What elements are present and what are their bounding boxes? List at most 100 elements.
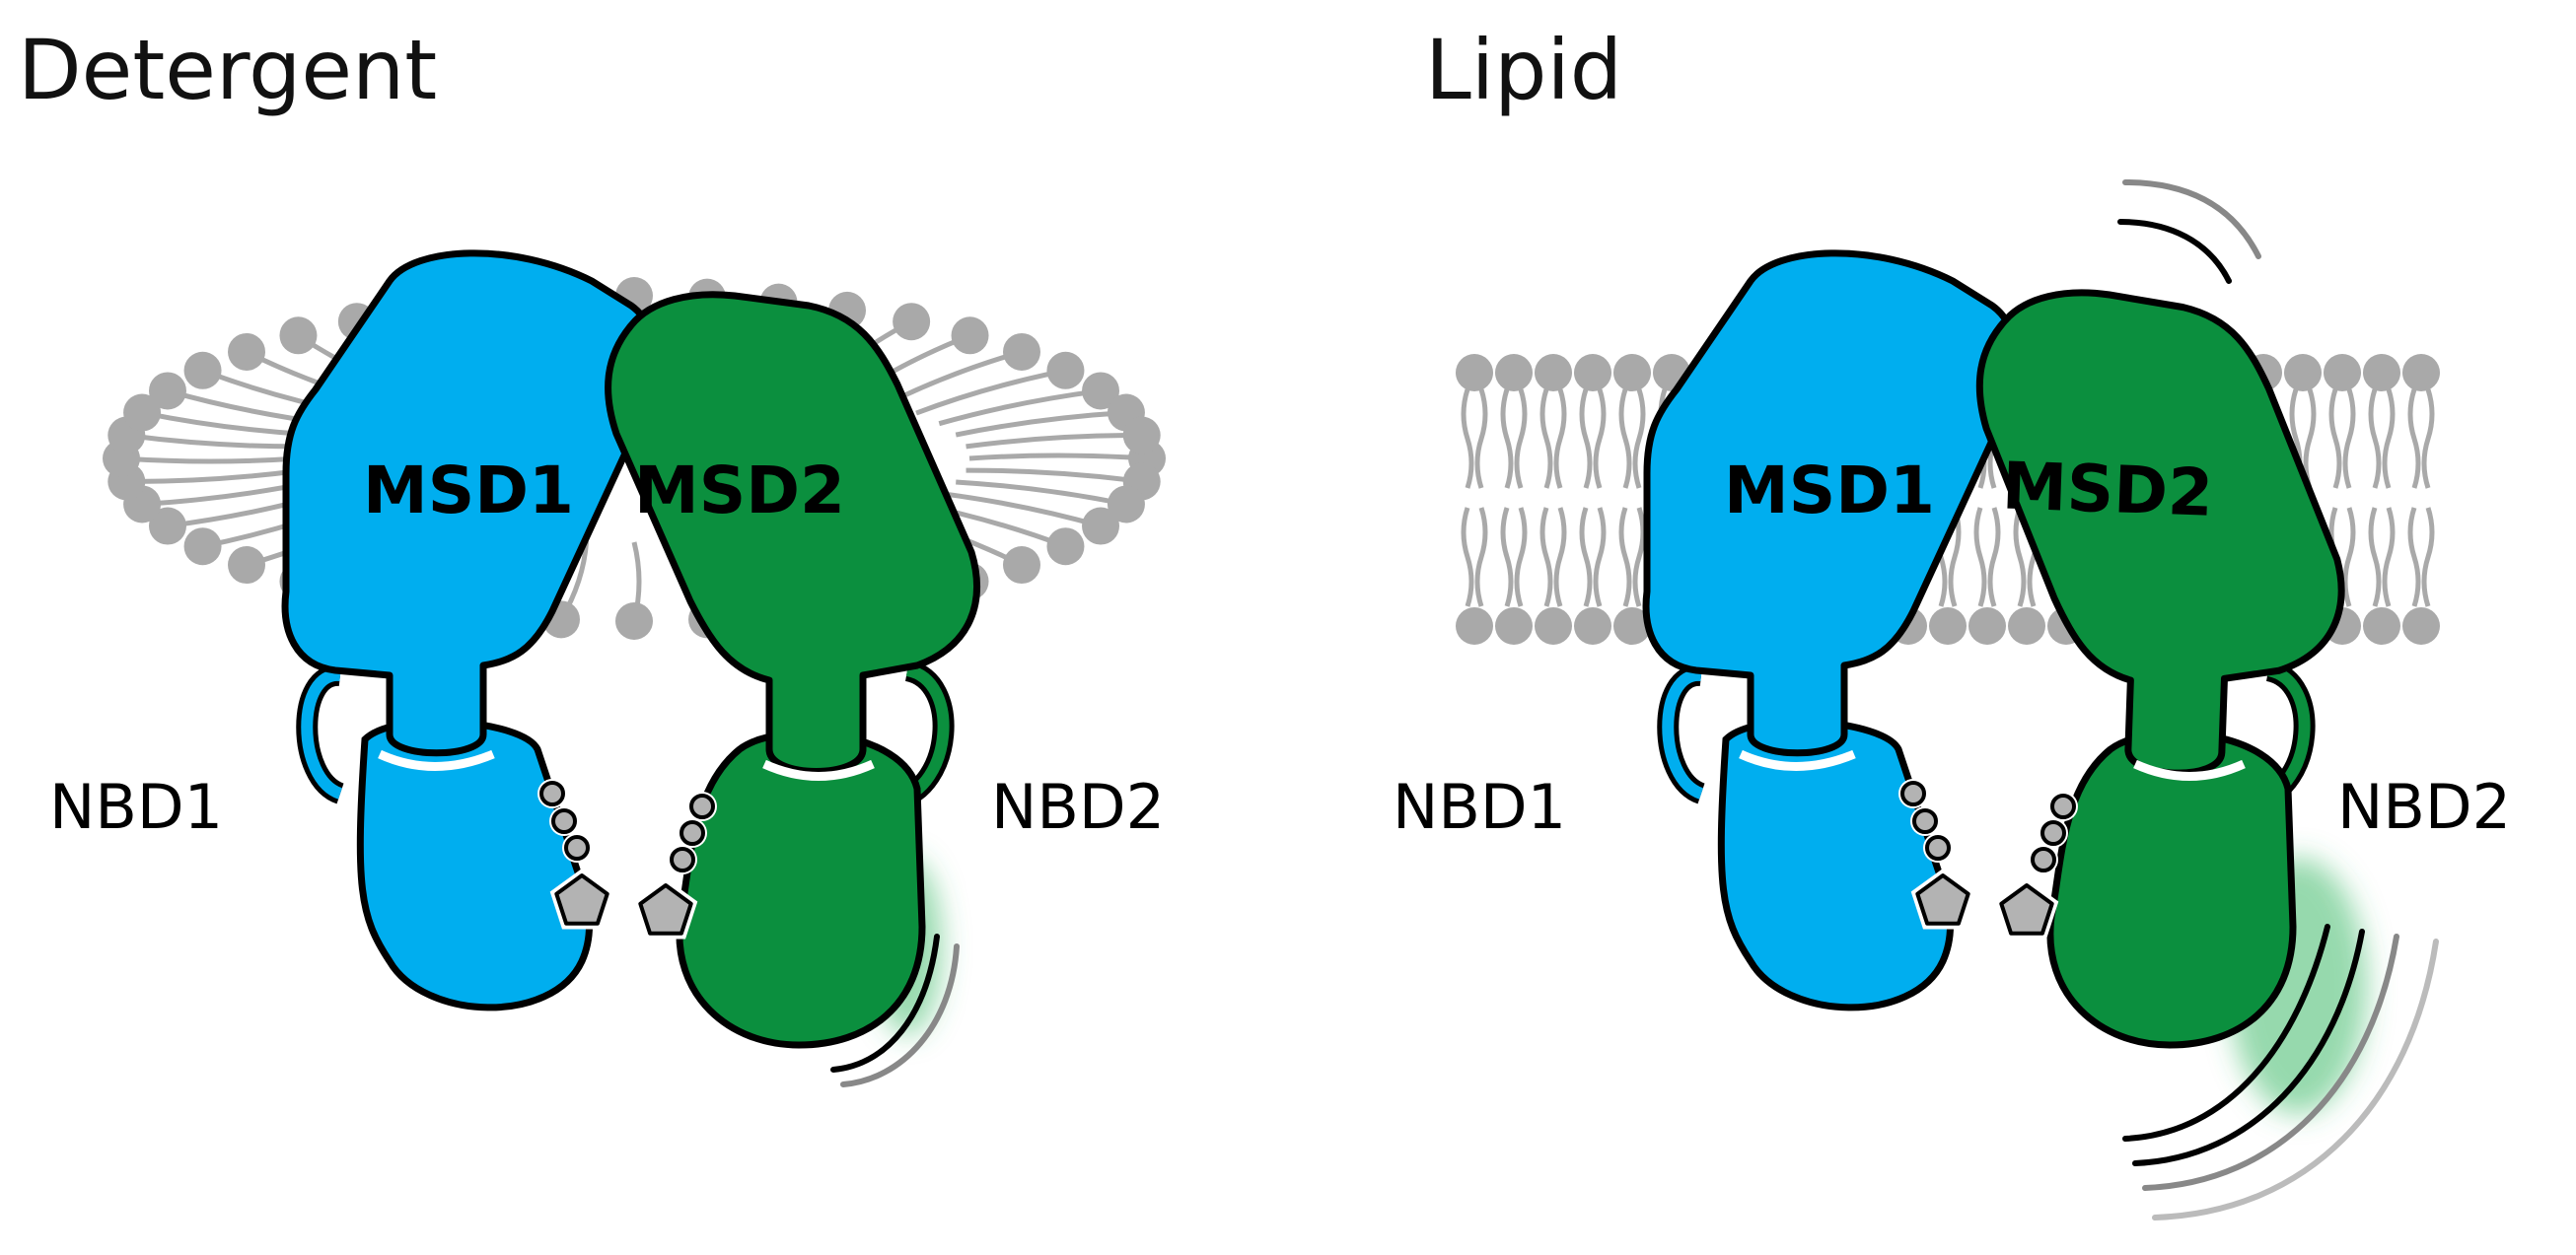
phosphate-group — [689, 794, 715, 819]
lipid-head — [1495, 607, 1533, 645]
lipid-head — [1613, 607, 1651, 645]
detergent-head — [1002, 546, 1040, 585]
nbd1-domain — [1717, 718, 1954, 1011]
lipid-tail — [2407, 507, 2435, 607]
interface-gap — [762, 759, 875, 781]
lipid-panel: Lipid MSD2 MSD1 NBD1 NBD2 — [1393, 22, 2511, 1220]
detergent-head — [228, 546, 266, 585]
lipid-head — [2402, 354, 2440, 391]
label-msd2: MSD2 — [634, 453, 845, 528]
nbd2-domain — [2046, 730, 2297, 1049]
lipid-tail — [1539, 388, 1567, 489]
label-nbd1-lipid: NBD1 — [1393, 771, 1566, 843]
detergent-tail — [938, 387, 1102, 427]
detergent-head — [615, 602, 653, 640]
motion-arc — [2152, 939, 2439, 1220]
interface-gap — [378, 749, 495, 771]
phosphate-group — [680, 820, 705, 846]
detergent-head — [1046, 351, 1085, 389]
lipid-tail — [1579, 507, 1607, 607]
lipid-head — [2402, 607, 2440, 645]
motion-arc — [2117, 219, 2232, 284]
nbd1-domain — [356, 718, 593, 1011]
detergent-head — [183, 351, 222, 389]
phosphate-group — [1925, 835, 1951, 861]
phosphate-group — [1900, 781, 1926, 806]
lipid-tail — [1973, 507, 2001, 607]
lipid-tail — [2368, 388, 2396, 489]
nucleotide-base — [1999, 883, 2054, 936]
phosphate-group — [670, 847, 695, 872]
lipid-head — [1929, 607, 1967, 645]
motion-arc — [830, 934, 940, 1073]
msd2-rotated: MSD2 — [1975, 289, 2345, 777]
lipid-tail — [2328, 388, 2356, 489]
label-nbd2-detergent: NBD2 — [991, 771, 1165, 843]
linker-loop — [1662, 668, 1704, 800]
lipid-head — [2284, 354, 2322, 391]
motion-arc — [2122, 179, 2261, 259]
lipid-tail — [1500, 388, 1528, 489]
nucleotide-base — [554, 873, 609, 926]
lipid-tail — [1618, 388, 1646, 489]
panel-title-detergent: Detergent — [18, 22, 437, 118]
lipid-head — [2363, 607, 2400, 645]
detergent-head — [893, 303, 931, 341]
nbd2-domain — [676, 730, 926, 1049]
label-msd2: MSD2 — [2001, 448, 2214, 530]
detergent-tail — [938, 490, 1102, 528]
lipid-tail — [2407, 388, 2435, 489]
detergent-head — [148, 507, 186, 545]
detergent-head — [1082, 507, 1120, 545]
label-nbd1-detergent: NBD1 — [49, 771, 223, 843]
lipid-head — [2324, 354, 2361, 391]
lipid-head — [2008, 607, 2045, 645]
lipid-tail — [1500, 507, 1528, 607]
detergent-tail — [125, 433, 303, 450]
panel-title-lipid: Lipid — [1425, 22, 1622, 118]
msd2-domain — [1975, 289, 2345, 777]
lipid-head — [1613, 354, 1651, 391]
msd1-domain — [1642, 249, 2022, 757]
phosphate-group — [1912, 808, 1938, 834]
msd1-domain — [281, 249, 661, 757]
detergent-head — [1107, 485, 1145, 523]
detergent-tail — [968, 453, 1148, 461]
detergent-tail — [886, 349, 1023, 406]
detergent-head — [183, 527, 222, 566]
detergent-tail — [955, 410, 1127, 438]
nucleotide-base — [1915, 873, 1970, 926]
label-nbd2-lipid: NBD2 — [2337, 771, 2511, 843]
detergent-tail — [120, 455, 300, 464]
detergent-head — [951, 316, 989, 355]
detergent-tail — [966, 467, 1143, 484]
label-msd1: MSD1 — [1724, 453, 1935, 528]
lipid-head — [1456, 607, 1493, 645]
detergent-tail — [126, 467, 303, 484]
lipid-tail — [2368, 507, 2396, 607]
transporter-lipid: MSD2 MSD1 — [1642, 179, 2439, 1220]
motion-arc — [840, 943, 960, 1087]
detergent-head — [1002, 332, 1040, 371]
detergent-head — [228, 332, 266, 371]
phosphate-group — [564, 835, 590, 861]
detergent-head — [1082, 372, 1120, 410]
msd2-rotated: MSD2 — [605, 291, 980, 775]
interface-gap — [1739, 749, 1856, 771]
phosphate-group — [2031, 847, 2056, 872]
motion-arc — [2132, 929, 2365, 1166]
lipid-head — [1574, 354, 1611, 391]
detergent-tail — [956, 479, 1127, 507]
detergent-head — [1122, 416, 1161, 454]
detergent-tail — [915, 368, 1066, 416]
detergent-head — [123, 393, 162, 432]
lipid-tail — [1618, 507, 1646, 607]
nucleotide-base — [638, 883, 693, 936]
detergent-tail — [966, 433, 1142, 450]
lipid-head — [1456, 354, 1493, 391]
lipid-head — [2363, 354, 2400, 391]
phosphate-group — [2050, 794, 2076, 819]
